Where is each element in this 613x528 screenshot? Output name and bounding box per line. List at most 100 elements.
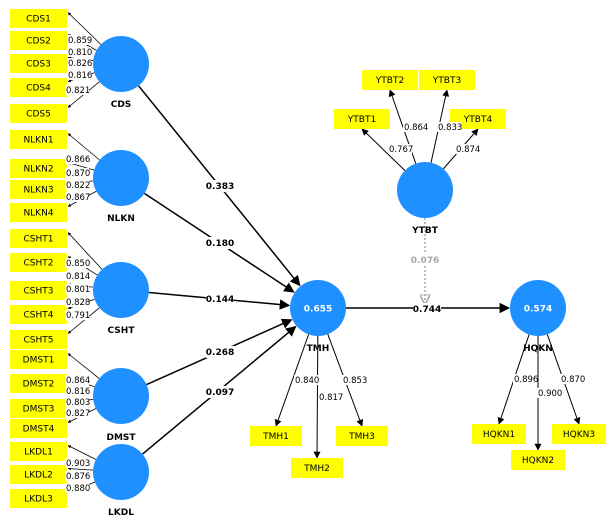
latent-node-cds[interactable] bbox=[93, 36, 149, 92]
indicator-box-hqkn3[interactable] bbox=[552, 424, 606, 444]
indicator-box-dmst4[interactable] bbox=[10, 419, 67, 438]
indicator-label-ytbt3: YTBT3 bbox=[432, 76, 461, 86]
indicator-label-cds1: CDS1 bbox=[26, 15, 51, 25]
latent-label-dmst: DMST bbox=[106, 433, 136, 443]
indicator-box-nlkn4[interactable] bbox=[10, 203, 67, 222]
indicator-box-cds4[interactable] bbox=[10, 78, 67, 97]
latent-node-lkdl[interactable] bbox=[93, 444, 149, 500]
latent-label-csht: CSHT bbox=[108, 326, 136, 336]
loading-value-lkdl1: 0.903 bbox=[66, 459, 90, 469]
indicator-label-ytbt2: YTBT2 bbox=[375, 76, 404, 86]
loading-label-bg bbox=[67, 70, 91, 80]
loading-label-bg bbox=[455, 144, 479, 154]
indicator-box-dmst1[interactable] bbox=[10, 350, 67, 369]
loading-line-ytbt1 bbox=[361, 128, 406, 171]
latent-node-csht[interactable] bbox=[93, 262, 149, 318]
loading-value-csht2: 0.814 bbox=[66, 272, 90, 282]
loading-value-tmh2: 0.817 bbox=[319, 393, 343, 403]
loading-line-tmh2 bbox=[313, 335, 321, 459]
latent-node-hqkn[interactable] bbox=[510, 280, 566, 336]
indicator-box-nlkn1[interactable] bbox=[10, 130, 67, 149]
loading-value-hqkn2: 0.900 bbox=[538, 389, 562, 399]
indicator-box-csht5[interactable] bbox=[10, 330, 67, 349]
latent-node-dmst[interactable] bbox=[93, 368, 149, 424]
loading-label-bg bbox=[403, 122, 427, 132]
indicator-box-ytbt2[interactable] bbox=[362, 70, 418, 90]
indicator-label-ytbt4: YTBT4 bbox=[463, 115, 493, 125]
path-coef-bg bbox=[413, 303, 441, 315]
loading-value-nlkn3: 0.822 bbox=[66, 181, 90, 191]
loading-label-bg bbox=[65, 386, 89, 396]
indicator-box-cds3[interactable] bbox=[10, 54, 67, 73]
latent-label-lkdl: LKDL bbox=[108, 508, 134, 518]
indicator-label-csht4: CSHT4 bbox=[24, 311, 54, 321]
loading-value-ytbt4: 0.874 bbox=[456, 145, 480, 155]
indicator-box-cds5[interactable] bbox=[10, 104, 67, 123]
path-coef-bg bbox=[206, 386, 234, 398]
indicator-box-lkdl3[interactable] bbox=[10, 489, 67, 508]
path-coef-bg bbox=[206, 346, 234, 358]
indicator-label-dmst4: DMST4 bbox=[23, 425, 55, 435]
loading-line-lkdl2 bbox=[67, 467, 94, 471]
latent-label-hqkn: HQKN bbox=[523, 344, 553, 354]
r-squared-hqkn: 0.574 bbox=[524, 305, 552, 315]
latent-node-nlkn[interactable] bbox=[93, 150, 149, 206]
loading-label-bg bbox=[67, 58, 91, 68]
loading-value-csht5: 0.791 bbox=[66, 311, 90, 321]
loading-label-bg bbox=[342, 375, 366, 385]
indicator-box-ytbt4[interactable] bbox=[450, 109, 506, 129]
path-coef-dmst-tmh: 0.268 bbox=[206, 348, 234, 358]
indicator-box-nlkn3[interactable] bbox=[10, 180, 67, 199]
indicator-box-csht3[interactable] bbox=[10, 281, 67, 300]
indicator-box-csht2[interactable] bbox=[10, 253, 67, 272]
indicator-label-dmst2: DMST2 bbox=[23, 380, 55, 390]
indicator-label-ytbt1: YTBT1 bbox=[347, 115, 376, 125]
indicator-box-csht1[interactable] bbox=[10, 229, 67, 248]
indicator-label-nlkn4: NLKN4 bbox=[23, 209, 53, 219]
loading-label-bg bbox=[65, 375, 89, 385]
indicator-box-hqkn1[interactable] bbox=[472, 424, 526, 444]
indicator-label-hqkn2: HQKN2 bbox=[522, 456, 554, 466]
path-coef-tmh-hqkn: 0.744 bbox=[413, 305, 441, 315]
indicator-box-hqkn2[interactable] bbox=[511, 450, 565, 470]
indicator-box-ytbt3[interactable] bbox=[419, 70, 475, 90]
indicator-label-dmst1: DMST1 bbox=[23, 356, 55, 366]
indicator-box-cds1[interactable] bbox=[10, 9, 67, 28]
indicator-label-nlkn2: NLKN2 bbox=[23, 165, 53, 175]
latent-node-ytbt[interactable] bbox=[397, 162, 453, 218]
indicator-box-dmst2[interactable] bbox=[10, 374, 67, 393]
indicator-box-csht4[interactable] bbox=[10, 305, 67, 324]
path-coef-nlkn-tmh: 0.180 bbox=[206, 239, 234, 249]
indicator-box-tmh1[interactable] bbox=[250, 426, 302, 446]
indicator-box-lkdl1[interactable] bbox=[10, 442, 67, 461]
indicator-label-lkdl2: LKDL2 bbox=[24, 471, 53, 481]
indicator-box-dmst3[interactable] bbox=[10, 399, 67, 418]
indicator-label-hqkn3: HQKN3 bbox=[563, 430, 595, 440]
indicator-box-cds2[interactable] bbox=[10, 31, 67, 50]
indicator-label-lkdl3: LKDL3 bbox=[24, 495, 53, 505]
loading-label-bg bbox=[65, 271, 89, 281]
loading-label-bg bbox=[65, 154, 89, 164]
latent-node-tmh[interactable] bbox=[290, 280, 346, 336]
indicator-box-tmh3[interactable] bbox=[336, 426, 388, 446]
loading-label-bg bbox=[388, 144, 412, 154]
indicator-box-nlkn2[interactable] bbox=[10, 159, 67, 178]
loading-value-nlkn4: 0.867 bbox=[66, 193, 90, 203]
path-coef-bg bbox=[206, 180, 234, 192]
indicator-box-ytbt1[interactable] bbox=[334, 109, 390, 129]
path-coef-lkdl-tmh: 0.097 bbox=[206, 388, 234, 398]
loading-value-ytbt2: 0.864 bbox=[404, 123, 428, 133]
loading-value-csht4: 0.828 bbox=[66, 298, 90, 308]
loading-label-bg bbox=[513, 374, 537, 384]
indicator-label-tmh1: TMH1 bbox=[262, 432, 289, 442]
indicator-label-nlkn3: NLKN3 bbox=[23, 186, 53, 196]
loading-value-lkdl2: 0.876 bbox=[66, 472, 90, 482]
loading-label-bg bbox=[537, 388, 561, 398]
path-coef-bg bbox=[206, 237, 234, 249]
indicator-box-lkdl2[interactable] bbox=[10, 465, 67, 484]
loading-value-hqkn3: 0.870 bbox=[561, 375, 585, 385]
loading-value-cds2: 0.859 bbox=[68, 36, 92, 46]
indicator-box-tmh2[interactable] bbox=[291, 458, 343, 478]
